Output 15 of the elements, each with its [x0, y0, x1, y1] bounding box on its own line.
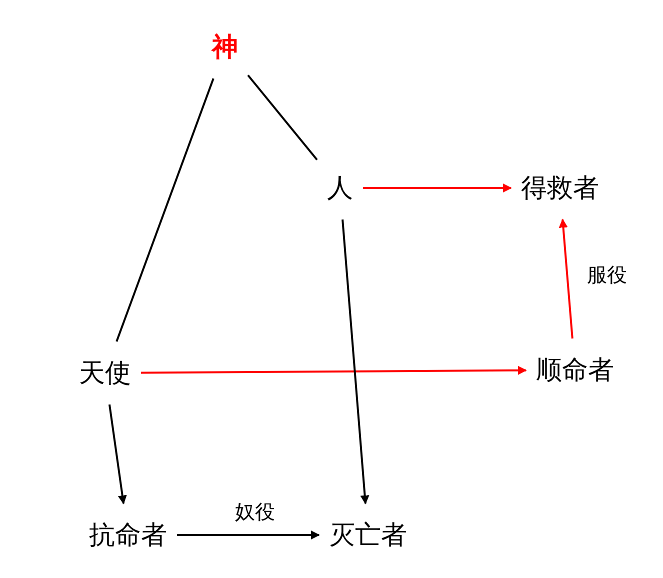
arrow — [177, 530, 320, 540]
node-label: 天使 — [69, 342, 141, 404]
arrow — [108, 404, 127, 504]
arrow — [141, 366, 527, 375]
connector-line — [247, 74, 318, 160]
arrow — [363, 184, 512, 192]
arrow — [342, 219, 370, 504]
node-label: 抗命者 — [79, 504, 177, 566]
node-label: 得救者 — [511, 156, 609, 220]
node-label: 人 — [317, 156, 363, 220]
node-label: 灭亡者 — [319, 504, 417, 566]
node-label: 顺命者 — [526, 338, 624, 402]
connector-line — [116, 78, 214, 342]
arrow — [558, 218, 574, 339]
node-label: 神 — [202, 16, 248, 78]
